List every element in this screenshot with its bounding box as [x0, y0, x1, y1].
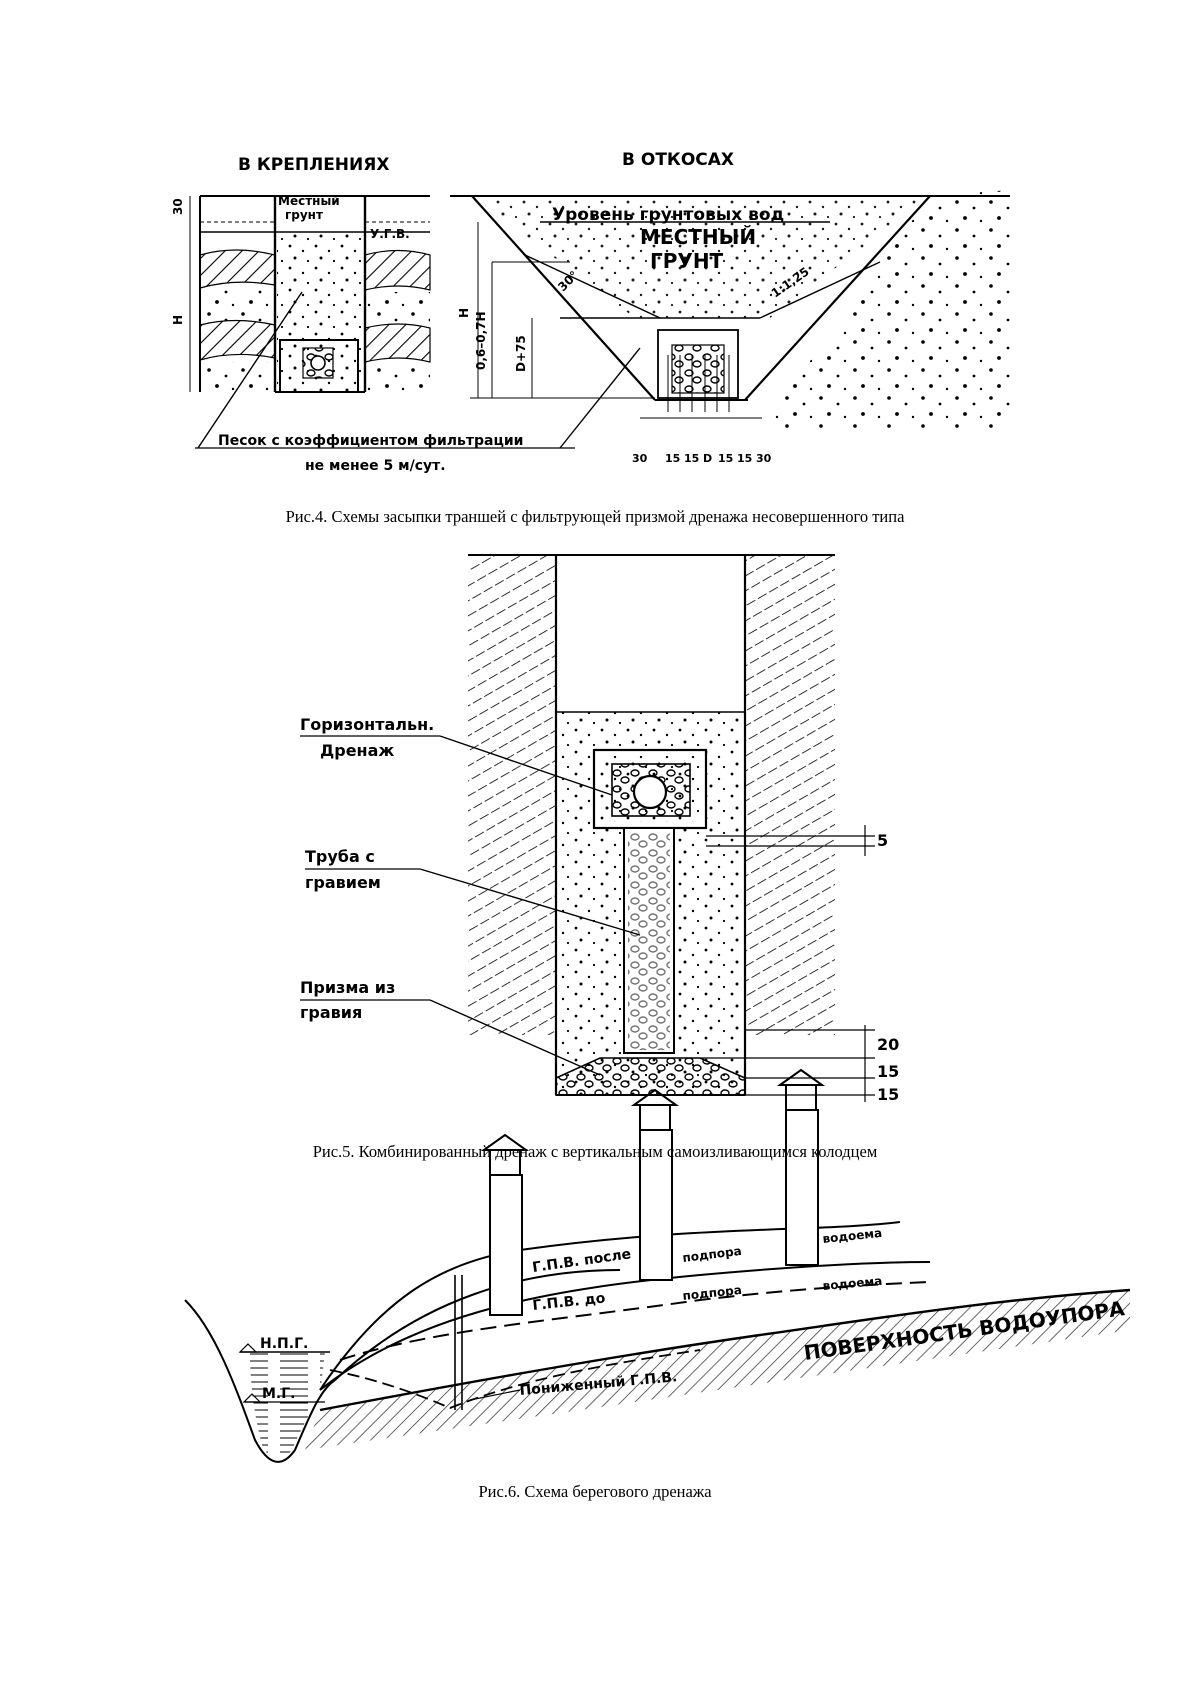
- house-2: [630, 1088, 680, 1281]
- house-1: [480, 1133, 530, 1316]
- fig6-podpora2: подпора: [682, 1283, 743, 1303]
- fig5-dim-15b: 15: [877, 1085, 899, 1104]
- fig4-left-trench: 30 Н Местный грунт У.Г.В.: [171, 194, 431, 394]
- fig4-bottom-dim-2: 15: [684, 452, 699, 465]
- fig4-caption: Рис.4. Схемы засыпки траншей с фильтрующ…: [285, 507, 905, 526]
- fig4-dim-H: Н: [171, 315, 185, 325]
- fig4-local-line1: МЕСТНЫЙ: [640, 225, 756, 249]
- fig5-label-prism-1: Призма из: [300, 978, 395, 997]
- fig5-caption: Рис.5. Комбинированный дренаж с вертикал…: [312, 1142, 878, 1161]
- fig5-dim-5: 5: [877, 831, 888, 850]
- fig4-dim-D75: D+75: [514, 335, 528, 372]
- fig5-dim-15a: 15: [877, 1062, 899, 1081]
- fig6-vodoema2: водоема: [822, 1274, 883, 1293]
- fig5-label-pipe-2: гравием: [305, 873, 381, 892]
- fig4-dim-30: 30: [171, 198, 185, 215]
- fig5-dim-20: 20: [877, 1035, 899, 1054]
- fig4-title-right: В ОТКОСАХ: [622, 150, 734, 170]
- fig5-diagram: 5 20 15 15 Горизонтальн. Дренаж Труба с …: [300, 554, 899, 1104]
- fig4-dim-h: Н: [457, 308, 471, 318]
- fig5-label-horiz-1: Горизонтальн.: [300, 715, 434, 734]
- fig4-title-left: В КРЕПЛЕНИЯХ: [238, 155, 389, 175]
- fig4-dim-06: 0,6–0,7Н: [474, 311, 488, 370]
- fig4-local-soil-top: Местный: [278, 194, 340, 208]
- fig4-bottom-dim-6: 30: [756, 452, 772, 465]
- fig5-label-horiz-2: Дренаж: [320, 741, 394, 760]
- fig5-label-pipe-1: Труба с: [305, 847, 375, 866]
- fig4-bottom-dim-3: D: [703, 452, 712, 465]
- fig4-gw-level: Уровень грунтовых вод: [552, 205, 784, 225]
- fig6-diagram: Н.П.Г. М.Г. Г.П.: [184, 1068, 1131, 1463]
- fig6-vodoema1: водоема: [822, 1226, 883, 1246]
- fig6-podpora1: подпора: [682, 1244, 743, 1265]
- fig4-local-line2: ГРУНТ: [650, 249, 724, 273]
- fig6-caption: Рис.6. Схема берегового дренажа: [478, 1482, 712, 1501]
- fig4-diagram: В КРЕПЛЕНИЯХ В ОТКОСАХ: [171, 150, 1010, 474]
- fig4-sand-line1: Песок с коэффициентом фильтрации: [218, 433, 523, 449]
- fig4-bottom-dim-1: 15: [665, 452, 680, 465]
- fig6-gpv-before: Г.П.В. до: [532, 1290, 607, 1314]
- fig4-bottom-dim-0: 30: [632, 452, 648, 465]
- fig4-bottom-dim-4: 15: [718, 452, 733, 465]
- fig6-mg: М.Г.: [262, 1386, 296, 1402]
- fig4-sand-line2: не менее 5 м/сут.: [305, 458, 446, 474]
- house-3: [776, 1068, 826, 1266]
- fig4-bottom-dim-5: 15: [737, 452, 752, 465]
- fig4-local-soil-bottom: грунт: [285, 208, 323, 222]
- fig5-label-prism-2: гравия: [300, 1003, 362, 1022]
- fig4-ugv-short: У.Г.В.: [370, 227, 410, 241]
- fig4-right-trench: Н 0,6–0,7Н D+75 Уровень грунтовых вод МЕ…: [450, 190, 1010, 465]
- fig6-npg: Н.П.Г.: [260, 1336, 308, 1352]
